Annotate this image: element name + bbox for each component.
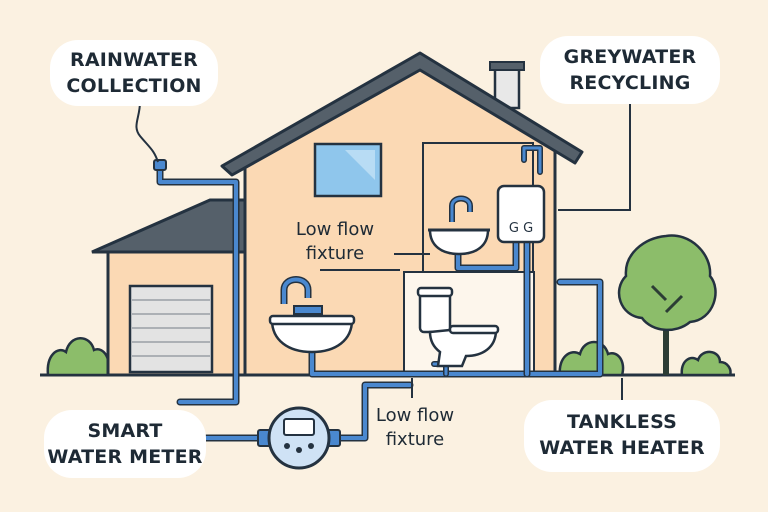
- smart-meter-line-1: SMART: [87, 420, 163, 442]
- tree-branches: [650, 284, 684, 314]
- fixture-bottom-line-2: fixture: [385, 429, 445, 450]
- garage-door: [128, 284, 214, 374]
- lower-faucet-icon-fill: [282, 277, 310, 304]
- lower-sink-rim: [268, 314, 356, 326]
- tankless-line-1: TANKLESS: [566, 411, 677, 433]
- greywater-connector: [558, 104, 631, 211]
- greywater-recycling-label: GREYWATER RECYCLING: [540, 36, 720, 104]
- garage-roof: [91, 198, 250, 254]
- meter-dials: [284, 443, 314, 453]
- greywater-line-2: RECYCLING: [569, 72, 691, 94]
- toilet-bowl-icon: [428, 328, 498, 368]
- bush-right: [558, 340, 625, 377]
- upper-sink-icon: [428, 228, 490, 256]
- greywater-line-1: GREYWATER: [563, 46, 697, 68]
- smart-water-meter-icon: [267, 406, 331, 470]
- toilet-lid: [416, 286, 454, 298]
- chimney-cap: [489, 61, 525, 71]
- meter-display: [283, 418, 315, 436]
- window-glare: [345, 150, 375, 180]
- tankless-heater-icon: [496, 184, 546, 244]
- rainwater-collection-label: RAINWATER COLLECTION: [50, 40, 218, 106]
- garage-door-slats: [132, 299, 210, 357]
- tankless-line-2: WATER HEATER: [539, 437, 705, 459]
- toilet-tank-icon: [418, 290, 452, 334]
- rainwater-connector: [135, 101, 159, 163]
- pipe-network: [156, 145, 604, 442]
- fixture-top-line-1: Low flow: [295, 219, 375, 240]
- rainwater-line-1: RAINWATER: [69, 49, 198, 71]
- tree-trunk: [663, 300, 669, 375]
- low-flow-fixture-label-bottom: Low flow fixture: [360, 404, 470, 452]
- bush-left: [46, 337, 111, 377]
- heater-display: G G: [509, 221, 533, 236]
- smart-water-meter-label: SMART WATER METER: [44, 410, 206, 478]
- gutter-spout: [153, 159, 167, 171]
- tree-canopy: [617, 234, 717, 331]
- rainwater-line-2: COLLECTION: [66, 75, 202, 97]
- fixture-top-line-2: fixture: [305, 243, 365, 264]
- tankless-water-heater-label: TANKLESS WATER HEATER: [524, 400, 720, 472]
- smart-meter-line-2: WATER METER: [47, 446, 203, 468]
- house-roof: [220, 51, 584, 177]
- upper-faucet-icon-fill: [450, 197, 472, 222]
- bush-far-right: [680, 350, 732, 377]
- low-flow-fixture-label-top: Low flow fixture: [280, 218, 390, 266]
- lower-sink-icon: [270, 318, 354, 354]
- toilet-seat: [448, 324, 500, 335]
- fixture-bottom-line-1: Low flow: [375, 405, 455, 426]
- lower-faucet-base: [293, 305, 323, 315]
